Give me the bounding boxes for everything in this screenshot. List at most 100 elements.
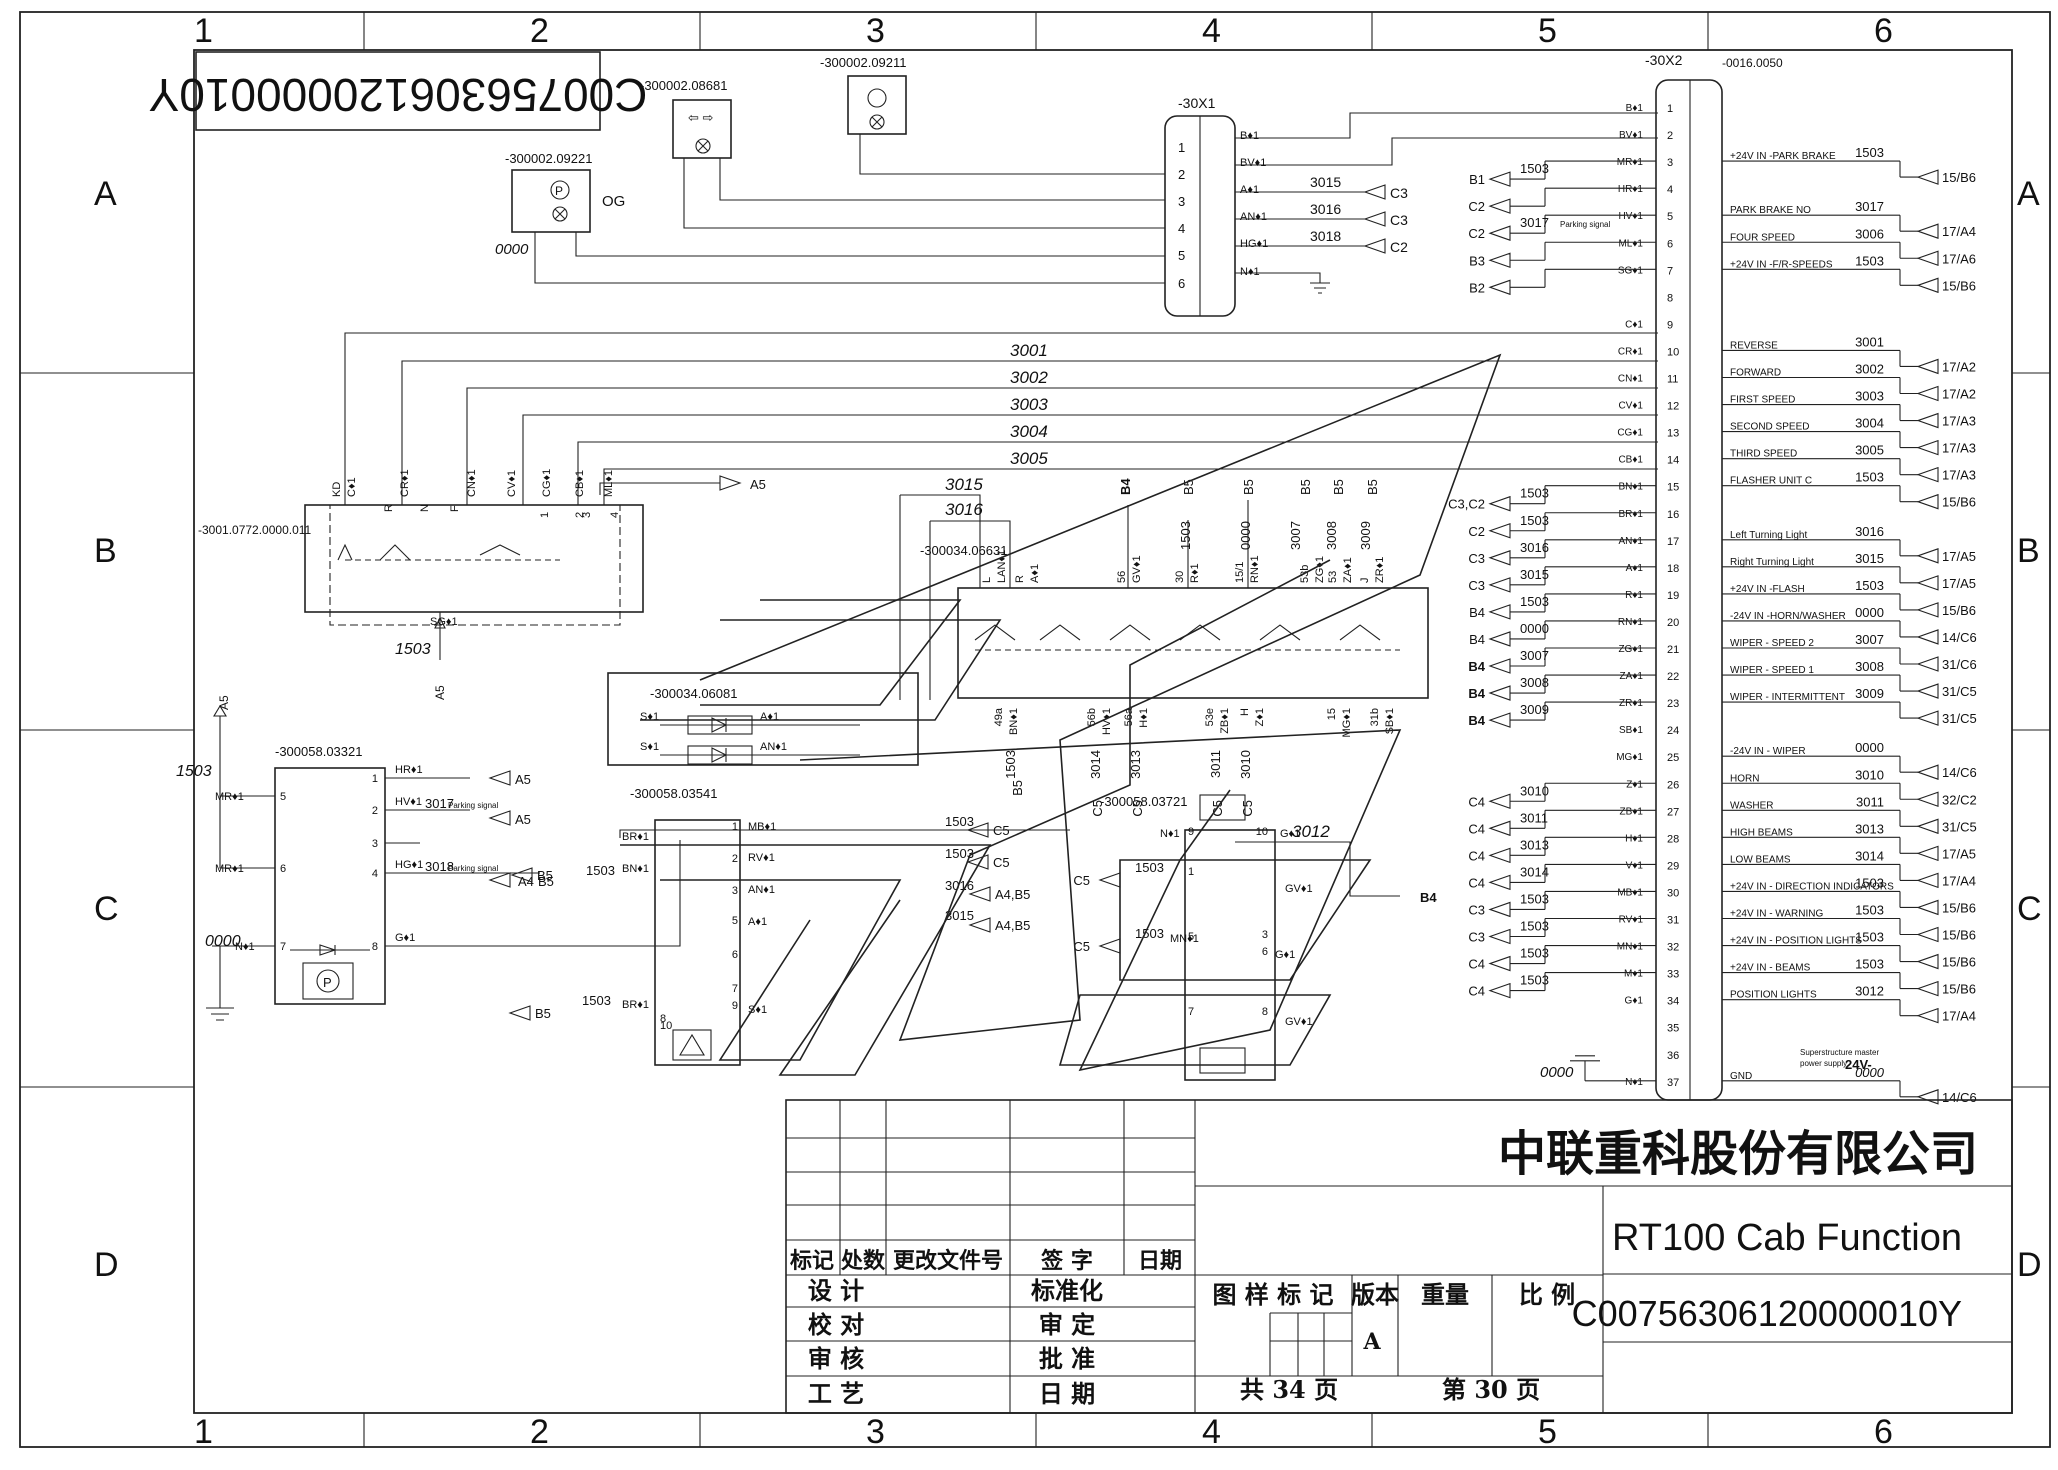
x2-function-arrow: [1916, 223, 1939, 239]
x2-function-num: 3003: [1855, 389, 1884, 404]
combi-top-ref: B5: [1298, 479, 1313, 495]
x2-left-arrow: [1488, 604, 1511, 620]
relay-wire-label: G♦1: [395, 932, 415, 944]
lamp-ground-num: 0000: [495, 241, 529, 258]
x2-pin-number: 22: [1667, 671, 1679, 683]
x2-function-num: 1503: [1855, 957, 1884, 972]
x2-wire-label: G♦1: [1625, 996, 1644, 1007]
x1-wiring: [534, 112, 1658, 294]
x2-left-arrow: [1488, 982, 1511, 999]
approval-label: 审 定: [1039, 1310, 1095, 1339]
x2-left-num: 1503: [1520, 594, 1549, 609]
shifter-terminal: F: [449, 505, 461, 512]
x1-wire-number: 3018: [1310, 228, 1341, 244]
x2-function-label: POSITION LIGHTS: [1730, 990, 1817, 1001]
x2-function-label: WIPER - SPEED 1: [1730, 665, 1814, 676]
x2-left-num: 1503: [1520, 486, 1549, 501]
shifter-a5-out: [599, 475, 742, 495]
x2-pin-number: 25: [1667, 752, 1679, 764]
x2-function-num: 3006: [1855, 226, 1884, 241]
zone-row-label: C: [2017, 890, 2042, 928]
hazard-wire-label: S♦1: [748, 1004, 767, 1016]
x2-function-label: WIPER - SPEED 2: [1730, 638, 1814, 649]
x2-wire-label: ZA♦1: [1620, 671, 1644, 682]
zone-column-label: 5: [1538, 12, 1557, 50]
rotated-code-box: [195, 51, 601, 131]
combi-top-num: 0000: [1238, 521, 1253, 550]
light-arrow: [1098, 938, 1121, 954]
combi-bottom-terminal: 56a: [1123, 707, 1135, 726]
x2-function-ref: 15/B6: [1942, 928, 1976, 943]
x2-function-arrow: [1916, 575, 1939, 591]
x2-function-arrow: [1916, 548, 1939, 564]
light-wire-label: G♦1: [1280, 828, 1300, 840]
relay-ref: A5: [515, 812, 531, 827]
x2-function-num: 1503: [1855, 875, 1884, 890]
x2-left-ref: B2: [1469, 280, 1485, 295]
combi-top-terminal: R♦1: [1189, 563, 1201, 583]
hazard-pin: 6: [732, 949, 738, 961]
x2-left-arrow: [1488, 171, 1511, 187]
x1-ref: C3: [1390, 212, 1408, 228]
x2-pin-number: 31: [1667, 915, 1679, 927]
x2-function-label: Left Turning Light: [1730, 530, 1807, 541]
x2-function-ref: 15/B6: [1942, 900, 1976, 915]
x2-wire-label: HR♦1: [1618, 184, 1644, 195]
x2-left-ref: C2: [1468, 199, 1485, 214]
x2-function-ref: 32/C2: [1942, 792, 1977, 807]
x2-wire-label: B♦1: [1626, 103, 1644, 114]
x2-left-num: 3013: [1520, 837, 1549, 852]
relay-ref: A5: [515, 772, 531, 787]
x2-pin-number: 2: [1667, 130, 1673, 142]
hazard-wire-label: BR♦1: [622, 831, 649, 843]
page-number: 第 30 页: [1442, 1375, 1540, 1404]
combi-top-terminal: A♦1: [1029, 564, 1041, 583]
x2-wire-label: AN♦1: [1618, 536, 1643, 547]
combi-top-terminal: J: [1359, 578, 1371, 584]
hazard-arrow: [968, 886, 991, 902]
lamp-park-brake: -300002.09221 OG P: [505, 151, 625, 233]
x2-function-label: WIPER - INTERMITTENT: [1730, 692, 1845, 703]
x2-function-ref: 15/B6: [1942, 955, 1976, 970]
x2-function-label: +24V IN -FLASH: [1730, 584, 1805, 595]
svg-text:-300058.03541: -300058.03541: [630, 786, 717, 801]
x2-pin-number: 28: [1667, 833, 1679, 845]
x2-function-ref: 14/C6: [1942, 630, 1977, 645]
light-pin: 10: [1256, 826, 1268, 838]
x2-pin-number: 3: [1667, 157, 1673, 169]
x2-function-num: 3013: [1855, 821, 1884, 836]
svg-text:1503: 1503: [176, 763, 212, 780]
company-name: 中联重科股份有限公司: [1498, 1126, 1978, 1182]
relay-pin: 8: [372, 941, 378, 953]
x2-function-label: GND: [1730, 1071, 1752, 1082]
x2-function-ref: 17/A2: [1942, 387, 1976, 402]
bus-wire-number: 3003: [1010, 395, 1048, 414]
x2-function-label: REVERSE: [1730, 340, 1778, 351]
svg-text:A♦1: A♦1: [760, 711, 779, 723]
x2-pin-number: 27: [1667, 806, 1679, 818]
light-wire-label: N♦1: [1160, 828, 1180, 840]
x2-left-num: 3015: [1520, 567, 1549, 582]
light-num: 1503: [1135, 926, 1164, 941]
relay-pin: 5: [280, 791, 286, 803]
x2-function-arrow: [1916, 953, 1939, 970]
combi-top-num: 1503: [1178, 521, 1193, 550]
x1-ref-arrow: [1363, 211, 1386, 227]
svg-text:-3001.0772.0000.011: -3001.0772.0000.011: [198, 523, 312, 537]
x2-function-arrow: [1916, 683, 1939, 699]
relay-arrow: [488, 770, 511, 786]
relay-note: Parking signal: [448, 801, 498, 810]
x2-function-num: 0000: [1855, 605, 1884, 620]
combination-switch: -300034.06631: [920, 543, 1429, 699]
x2-function-arrow: [1916, 412, 1939, 429]
relay-num: 3017: [425, 796, 454, 811]
x2-left-ref: C4: [1468, 984, 1485, 999]
approval-label: 日 期: [1039, 1379, 1095, 1408]
shifter-terminal: CG♦1: [541, 469, 553, 497]
combi-top-terminal: 56: [1116, 571, 1128, 583]
x2-left-ref: C3: [1468, 902, 1485, 917]
x2-function-ref: 15/B6: [1942, 278, 1976, 293]
x2-function-label: FLASHER UNIT C: [1730, 476, 1812, 487]
